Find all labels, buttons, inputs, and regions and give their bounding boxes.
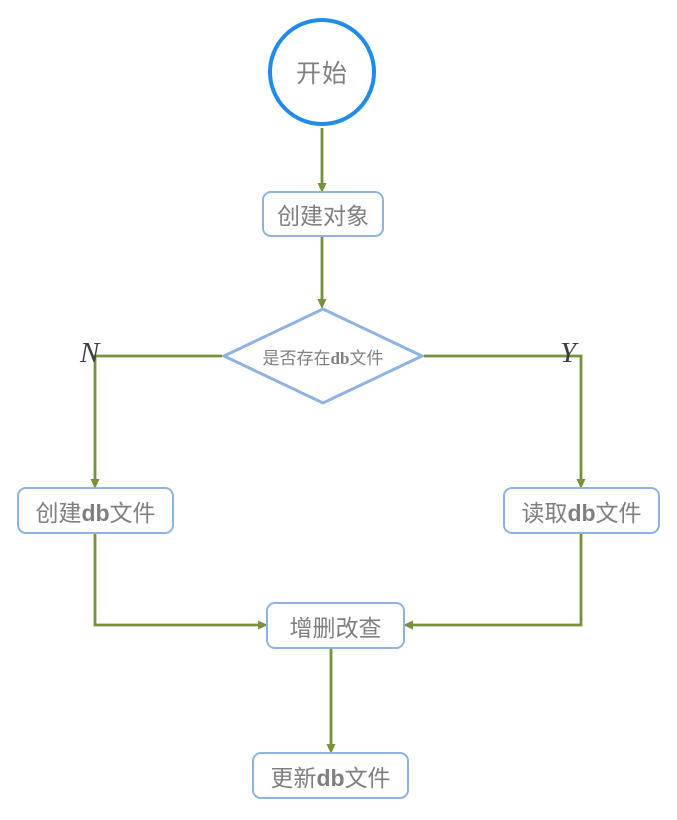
node-create-object-label: 创建对象 xyxy=(277,203,369,229)
node-crud-label: 增删改查 xyxy=(289,614,382,641)
edge-decision-yes-to-read-db xyxy=(424,354,586,489)
branch-label-yes: Y xyxy=(560,337,576,370)
node-start-label: 开始 xyxy=(295,60,348,88)
branch-label-no: N xyxy=(80,337,99,370)
node-update-db-file[interactable]: 更新db文件 xyxy=(252,752,409,799)
node-create-object[interactable]: 创建对象 xyxy=(262,191,384,237)
node-create-db-file-label-prefix: 创建 xyxy=(35,499,82,526)
edge-read-db-to-crud xyxy=(403,534,583,630)
node-crud[interactable]: 增删改查 xyxy=(266,602,405,649)
node-create-db-file[interactable]: 创建db文件 xyxy=(17,487,174,534)
node-db-exists-label-suffix: 文件 xyxy=(349,348,384,368)
node-update-db-file-label-suffix: 文件 xyxy=(344,764,391,791)
node-read-db-file[interactable]: 读取db文件 xyxy=(503,487,660,534)
node-update-db-file-label-prefix: 更新 xyxy=(270,764,317,791)
node-db-exists-label-db: db xyxy=(330,348,350,368)
node-create-db-file-label: 创建db文件 xyxy=(35,494,155,528)
node-read-db-file-label-prefix: 读取 xyxy=(521,499,568,526)
branch-label-no-text: N xyxy=(80,337,100,369)
node-update-db-file-label-db: db xyxy=(316,764,345,791)
node-update-db-file-label: 更新db文件 xyxy=(270,759,390,793)
node-read-db-file-label-db: db xyxy=(567,499,596,526)
node-db-exists-label: 是否存在db文件 xyxy=(263,344,384,369)
edge-decision-no-to-create-db xyxy=(90,354,222,489)
node-read-db-file-label-suffix: 文件 xyxy=(595,499,642,526)
edge-create-db-to-crud xyxy=(93,534,268,630)
node-db-exists-decision[interactable]: 是否存在db文件 xyxy=(222,307,424,405)
decision-diamond-shape xyxy=(222,307,424,405)
node-db-exists-label-prefix: 是否存在 xyxy=(262,348,331,368)
node-create-db-file-label-suffix: 文件 xyxy=(109,499,156,526)
node-start[interactable]: 开始 xyxy=(268,18,376,126)
node-read-db-file-label: 读取db文件 xyxy=(521,494,641,528)
branch-label-yes-text: Y xyxy=(560,337,577,369)
node-create-db-file-label-db: db xyxy=(81,499,110,526)
